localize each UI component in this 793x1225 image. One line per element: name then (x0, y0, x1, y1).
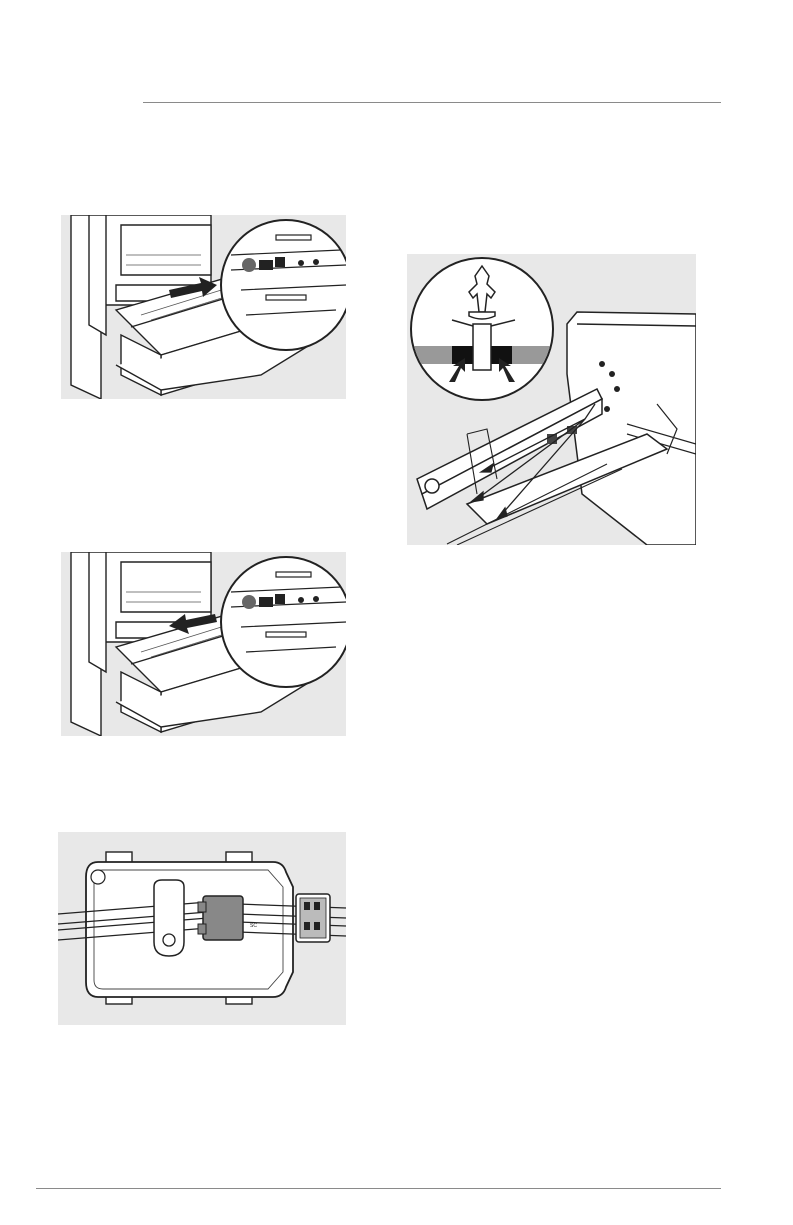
clip-detail-illustration (407, 254, 696, 545)
figure-drawer-slide-out (61, 215, 346, 399)
figure-clip-detail (407, 254, 696, 545)
screw-icon (163, 934, 175, 946)
footer-rule (36, 1188, 721, 1189)
connector-label: SC (250, 923, 257, 929)
connector-box-illustration: SC (58, 832, 346, 1025)
figure-drawer-slide-in (61, 552, 346, 736)
drawer-slide-in-illustration (61, 552, 346, 736)
wire-connector (203, 896, 243, 940)
figure-connector-box: SC (58, 832, 346, 1025)
header-rule (143, 102, 721, 103)
drawer-slide-out-illustration (61, 215, 346, 399)
